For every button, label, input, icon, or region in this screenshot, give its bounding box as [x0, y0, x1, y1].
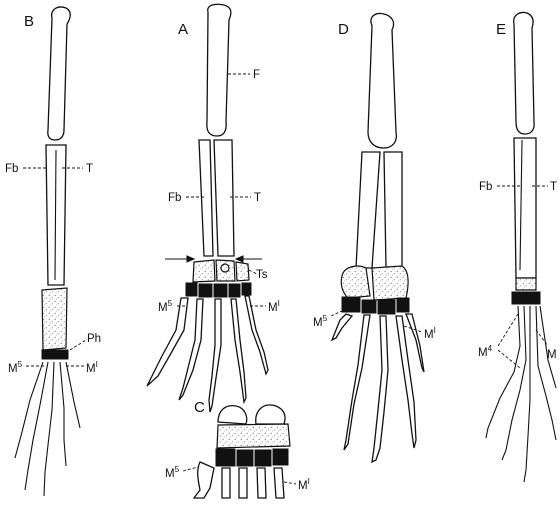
- label-ts-a: Ts: [256, 269, 268, 281]
- label-m5-d: M5: [313, 314, 328, 329]
- label-m1-b: MI: [86, 360, 98, 375]
- panel-a-letter: A: [178, 21, 188, 38]
- label-t-b: T: [86, 163, 93, 175]
- label-f-a: F: [253, 69, 260, 81]
- digits-b: [15, 362, 80, 496]
- label-fb-a: Fb: [168, 192, 181, 204]
- tibia-a: [214, 140, 234, 256]
- label-fb-e: Fb: [479, 181, 492, 193]
- label-fb-b: Fb: [5, 163, 18, 175]
- label-m1-c: MI: [298, 477, 310, 492]
- label-m5-c: M5: [165, 465, 180, 480]
- panel-b-letter: B: [24, 13, 34, 30]
- panel-e: E Fb T M4 M: [478, 12, 557, 482]
- label-m5-a: M5: [158, 299, 173, 314]
- bone-stub-left-c: [218, 406, 247, 424]
- tibia-d: [384, 152, 402, 268]
- femur-a: [207, 4, 231, 136]
- panel-a: A: [147, 4, 280, 412]
- femur-e: [514, 12, 534, 134]
- fibula-d: [356, 152, 380, 268]
- label-m5-b: M5: [8, 360, 23, 375]
- tarsus-e: [516, 278, 536, 290]
- tarsus-c: [217, 424, 290, 448]
- digits-e: [486, 306, 556, 482]
- panel-b: B Fb T Ph M5 MI: [5, 7, 101, 496]
- label-m4-e: M4: [478, 344, 493, 359]
- panel-d-letter: D: [338, 21, 349, 38]
- panel-c: C M5 MI: [165, 399, 310, 498]
- tarsals-a: [193, 260, 249, 282]
- tarsals-d: [341, 266, 408, 300]
- panel-c-letter: C: [194, 399, 205, 416]
- distal-tarsals-d: [342, 297, 409, 314]
- label-t-e: T: [550, 181, 557, 193]
- label-ph-b: Ph: [87, 333, 101, 345]
- fibula-a: [199, 140, 213, 256]
- bone-stub-right-c: [256, 405, 285, 424]
- label-m1-a: MI: [268, 299, 280, 314]
- distal-tarsal-e: [512, 292, 540, 304]
- femur-b: [48, 7, 70, 140]
- metatarsals-c: [194, 462, 284, 498]
- tarsus-b: [42, 288, 67, 350]
- panel-d: D M5 MI: [313, 14, 436, 463]
- label-t-a: T: [254, 192, 261, 204]
- digits-d: [332, 314, 424, 462]
- tibia-fibula-e: [514, 138, 536, 278]
- label-m1-d: MI: [424, 326, 436, 341]
- label-m1-e: M: [547, 349, 557, 361]
- femur-d: [368, 14, 396, 149]
- distal-tarsals-a: [186, 283, 251, 297]
- panel-e-letter: E: [496, 21, 506, 38]
- distal-tarsal-b: [42, 350, 68, 359]
- distal-tarsals-c: [216, 449, 288, 466]
